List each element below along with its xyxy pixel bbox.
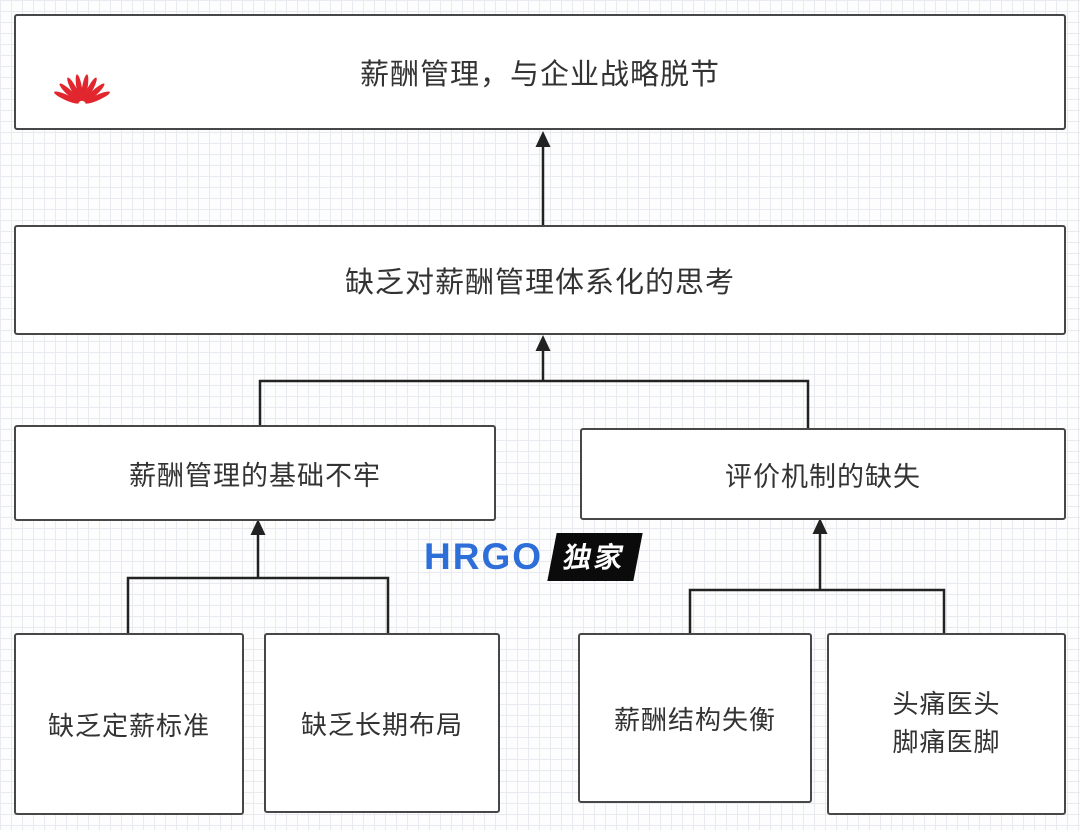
node-level2: 缺乏对薪酬管理体系化的思考 <box>14 225 1066 335</box>
watermark: HRGO 独家 <box>424 533 643 581</box>
arrowhead-to-level2 <box>535 335 551 351</box>
level2-label: 缺乏对薪酬管理体系化的思考 <box>344 267 735 299</box>
arrowhead-to-root <box>535 131 551 147</box>
node-leaf-no-salary-standard: 缺乏定薪标准 <box>14 633 244 815</box>
node-leaf-symptomatic-fix: 头痛医头 脚痛医脚 <box>827 633 1066 815</box>
node-branch-evaluation: 评价机制的缺失 <box>580 428 1066 520</box>
leaf-symptomatic-fix-line2: 脚痛医脚 <box>892 727 1001 757</box>
leaf-no-longterm-plan-label: 缺乏长期布局 <box>300 709 463 740</box>
node-leaf-no-longterm-plan: 缺乏长期布局 <box>264 633 500 813</box>
leaf-symptomatic-fix-line1: 头痛医头 <box>892 689 1001 720</box>
right-leaves-bracket <box>688 588 946 634</box>
hrgo-brand-text: HRGO <box>424 536 543 577</box>
node-root: 薪酬管理，与企业战略脱节 <box>14 14 1066 130</box>
huawei-logo-icon <box>54 74 110 104</box>
arrowhead-to-branch-left <box>250 519 266 535</box>
branch-evaluation-label: 评价机制的缺失 <box>725 461 921 492</box>
branches-bracket <box>258 379 810 429</box>
arrowhead-to-branch-right <box>812 518 828 534</box>
node-leaf-structure-imbalance: 薪酬结构失衡 <box>578 633 812 803</box>
branch-foundation-label: 薪酬管理的基础不牢 <box>129 460 381 491</box>
leaf-no-salary-standard-label: 缺乏定薪标准 <box>47 710 210 741</box>
root-label: 薪酬管理，与企业战略脱节 <box>359 59 720 91</box>
left-leaves-bracket <box>126 576 390 634</box>
exclusive-badge: 独家 <box>547 533 643 581</box>
node-branch-foundation: 薪酬管理的基础不牢 <box>14 425 496 521</box>
leaf-symptomatic-fix-label: 头痛医头 脚痛医脚 <box>892 686 1000 761</box>
leaf-structure-imbalance-label: 薪酬结构失衡 <box>613 704 776 735</box>
